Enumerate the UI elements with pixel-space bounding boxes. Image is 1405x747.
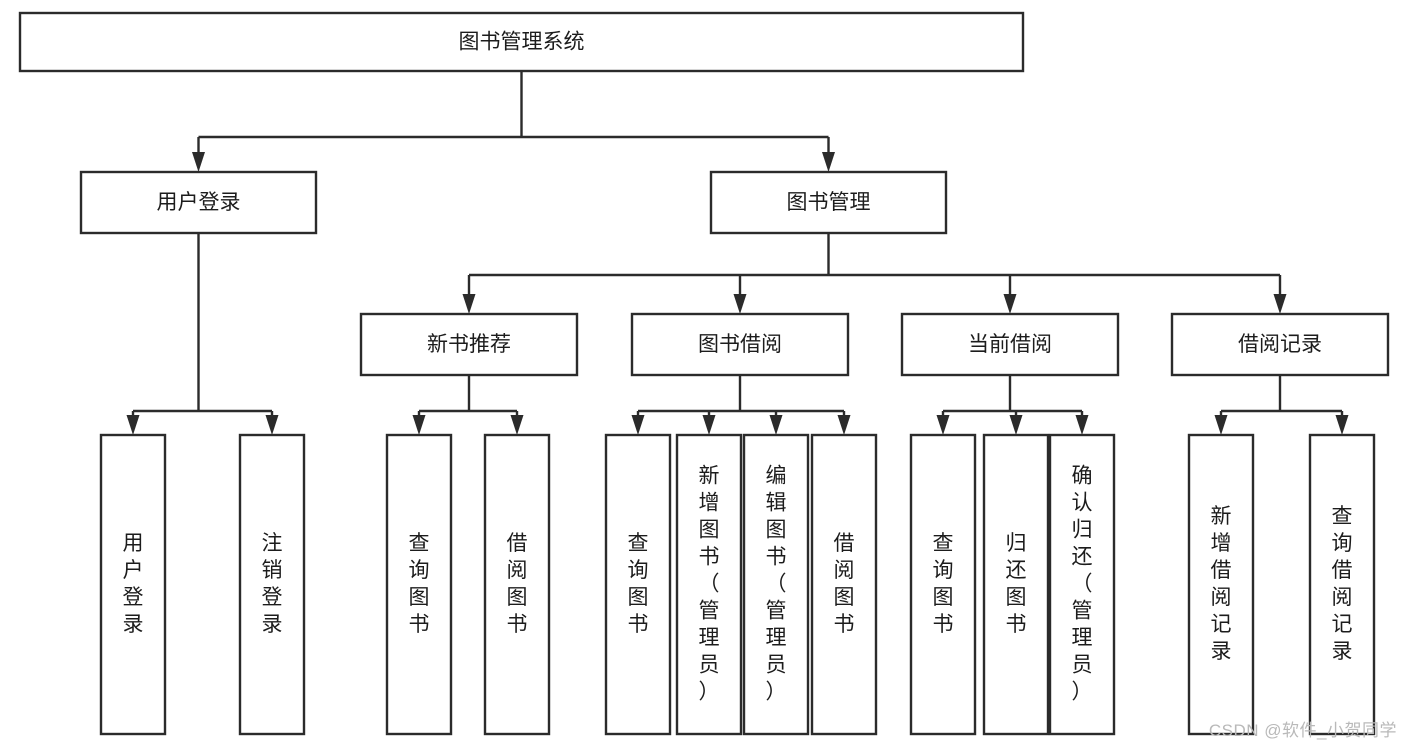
node-box-leaf_1[interactable] <box>238 433 306 736</box>
node-l3_1[interactable]: 图书借阅 <box>630 312 850 377</box>
arrow-head-icon <box>192 152 205 172</box>
node-l2_1[interactable]: 图书管理 <box>709 170 948 235</box>
edge-group-l3_3 <box>1214 375 1349 435</box>
arrow-head-icon <box>1075 415 1089 435</box>
node-box-l2_1[interactable] <box>709 170 948 235</box>
arrow-head-icon <box>837 415 851 435</box>
node-leaf_10[interactable]: 确认归还（管理员） <box>1048 433 1116 736</box>
node-box-leaf_2[interactable] <box>385 433 453 736</box>
arrow-head-icon <box>412 415 426 435</box>
arrow-head-icon <box>733 294 747 314</box>
node-leaf_7[interactable]: 借阅图书 <box>810 433 878 736</box>
node-box-root[interactable] <box>18 11 1025 73</box>
node-leaf_11[interactable]: 新增借阅记录 <box>1187 433 1255 736</box>
node-l3_2[interactable]: 当前借阅 <box>900 312 1120 377</box>
node-leaf_12[interactable]: 查询借阅记录 <box>1308 433 1376 736</box>
node-label-leaf_7: 借阅图书 <box>834 532 855 636</box>
arrow-head-icon <box>265 415 279 435</box>
node-leaf_6[interactable]: 编辑图书（管理员） <box>742 433 810 736</box>
node-label-leaf_12: 查询借阅记录 <box>1332 505 1353 663</box>
arrow-head-icon <box>631 415 645 435</box>
node-label-root: 图书管理系统 <box>459 31 585 54</box>
node-box-l3_0[interactable] <box>359 312 579 377</box>
edge-group-l3_1 <box>631 375 851 435</box>
node-label-l2_1: 图书管理 <box>787 191 871 214</box>
edges-layer <box>126 71 1349 435</box>
node-root[interactable]: 图书管理系统 <box>18 11 1025 73</box>
node-box-leaf_12[interactable] <box>1308 433 1376 736</box>
node-label-leaf_4: 查询图书 <box>628 532 649 636</box>
node-label-l3_2: 当前借阅 <box>968 333 1052 356</box>
edge-group-l2_1 <box>462 233 1287 314</box>
arrow-head-icon <box>462 294 476 314</box>
node-leaf_1[interactable]: 注销登录 <box>238 433 306 736</box>
node-l2_0[interactable]: 用户登录 <box>79 170 318 235</box>
node-l3_0[interactable]: 新书推荐 <box>359 312 579 377</box>
node-leaf_0[interactable]: 用户登录 <box>99 433 167 736</box>
node-leaf_2[interactable]: 查询图书 <box>385 433 453 736</box>
node-box-leaf_0[interactable] <box>99 433 167 736</box>
arrow-head-icon <box>1003 294 1017 314</box>
node-label-l3_3: 借阅记录 <box>1238 333 1322 356</box>
arrow-head-icon <box>1273 294 1287 314</box>
node-leaf_9[interactable]: 归还图书 <box>982 433 1050 736</box>
arrow-head-icon <box>1335 415 1349 435</box>
node-box-leaf_5[interactable] <box>675 433 743 736</box>
arrow-head-icon <box>1009 415 1023 435</box>
node-leaf_8[interactable]: 查询图书 <box>909 433 977 736</box>
node-label-l3_1: 图书借阅 <box>698 333 782 356</box>
arrow-head-icon <box>510 415 524 435</box>
edge-group-l3_0 <box>412 375 524 435</box>
node-label-leaf_11: 新增借阅记录 <box>1211 505 1232 663</box>
node-box-l3_2[interactable] <box>900 312 1120 377</box>
arrow-head-icon <box>936 415 950 435</box>
node-box-leaf_10[interactable] <box>1048 433 1116 736</box>
node-box-leaf_6[interactable] <box>742 433 810 736</box>
arrow-head-icon <box>702 415 716 435</box>
node-leaf_3[interactable]: 借阅图书 <box>483 433 551 736</box>
node-label-leaf_2: 查询图书 <box>409 532 430 636</box>
node-label-leaf_10: 确认归还（管理员） <box>1072 464 1093 703</box>
node-box-leaf_3[interactable] <box>483 433 551 736</box>
node-l3_3[interactable]: 借阅记录 <box>1170 312 1390 377</box>
node-label-leaf_0: 用户登录 <box>123 532 144 636</box>
node-box-l3_3[interactable] <box>1170 312 1390 377</box>
node-label-leaf_6: 编辑图书（管理员） <box>766 464 787 703</box>
node-leaf_4[interactable]: 查询图书 <box>604 433 672 736</box>
node-box-leaf_9[interactable] <box>982 433 1050 736</box>
arrow-head-icon <box>1214 415 1228 435</box>
node-label-leaf_8: 查询图书 <box>933 532 954 636</box>
arrow-head-icon <box>822 152 835 172</box>
node-box-leaf_8[interactable] <box>909 433 977 736</box>
nodes-layer: 图书管理系统用户登录图书管理新书推荐图书借阅当前借阅借阅记录用户登录注销登录查询… <box>18 11 1390 736</box>
node-box-leaf_11[interactable] <box>1187 433 1255 736</box>
node-box-l2_0[interactable] <box>79 170 318 235</box>
node-box-leaf_7[interactable] <box>810 433 878 736</box>
arrow-head-icon <box>126 415 140 435</box>
node-label-l2_0: 用户登录 <box>157 191 241 214</box>
edge-group-root <box>192 71 835 172</box>
node-label-leaf_3: 借阅图书 <box>507 532 528 636</box>
edge-group-l3_2 <box>936 375 1089 435</box>
edge-group-l2_0 <box>126 233 279 435</box>
arrow-head-icon <box>769 415 783 435</box>
watermark-text: CSDN @软件_小贺同学 <box>1208 721 1397 740</box>
node-label-leaf_9: 归还图书 <box>1006 532 1027 636</box>
node-label-leaf_1: 注销登录 <box>262 532 283 636</box>
node-box-leaf_4[interactable] <box>604 433 672 736</box>
node-label-leaf_5: 新增图书（管理员） <box>699 464 720 703</box>
node-label-l3_0: 新书推荐 <box>427 333 511 356</box>
node-leaf_5[interactable]: 新增图书（管理员） <box>675 433 743 736</box>
node-box-l3_1[interactable] <box>630 312 850 377</box>
